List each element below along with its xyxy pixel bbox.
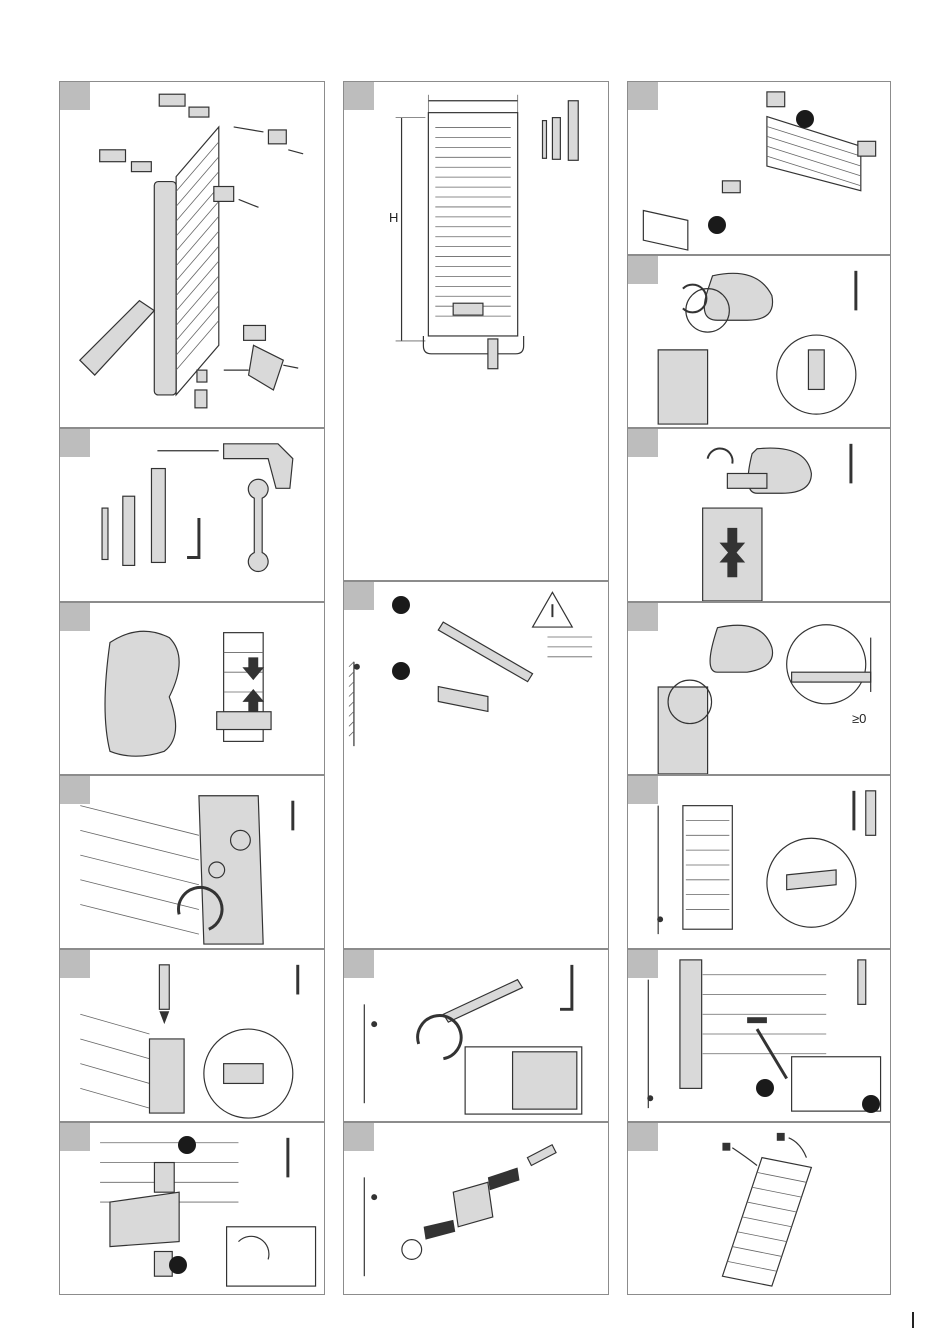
panel-c1-r5 [59,949,325,1122]
step-badge [169,1256,187,1274]
radiator-exploded-icon [60,82,324,427]
screw-icon [344,950,608,1121]
wall-bracket-icon [344,1123,608,1294]
panel-c1-r4 [59,775,325,949]
valve-icon [60,950,324,1121]
panel-c3-r1 [627,81,891,255]
step-badge [708,216,726,234]
gap-label: ≥0 [852,711,866,726]
step-badge [392,596,410,614]
panel-c2-r4 [343,1122,609,1295]
panel-c2-r2 [343,581,609,949]
panel-c3-r3 [627,428,891,602]
wall-mount-icon [628,776,890,948]
step-badge [862,1095,880,1113]
tools-icon [60,429,324,601]
panel-c1-r1 [59,81,325,428]
step-badge [392,662,410,680]
vertical-adjust-icon [628,429,890,601]
page-edge-mark [912,1312,914,1328]
height-label: H [389,210,398,225]
panel-c2-r1: H [343,81,609,581]
gap-icon [628,603,890,774]
drill-icon [344,582,608,948]
unpack-icon [60,603,324,774]
fitting-icon [60,776,324,948]
panel-c3-r5 [627,775,891,949]
dimension-icon [344,82,608,580]
hanging-icon [628,82,890,254]
step-badge [178,1136,196,1154]
panel-c3-r4: ≥0 [627,602,891,775]
panel-c3-r2 [627,255,891,428]
panel-c1-r2 [59,428,325,602]
panel-c3-r6 [627,949,891,1122]
step-badge [756,1079,774,1097]
panel-c2-r3 [343,949,609,1122]
panel-c1-r3 [59,602,325,775]
panel-c3-r7 [627,1122,891,1295]
adjust-icon [628,256,890,427]
cover-cap-icon [628,1123,890,1294]
step-badge [796,110,814,128]
panel-c1-r6 [59,1122,325,1295]
